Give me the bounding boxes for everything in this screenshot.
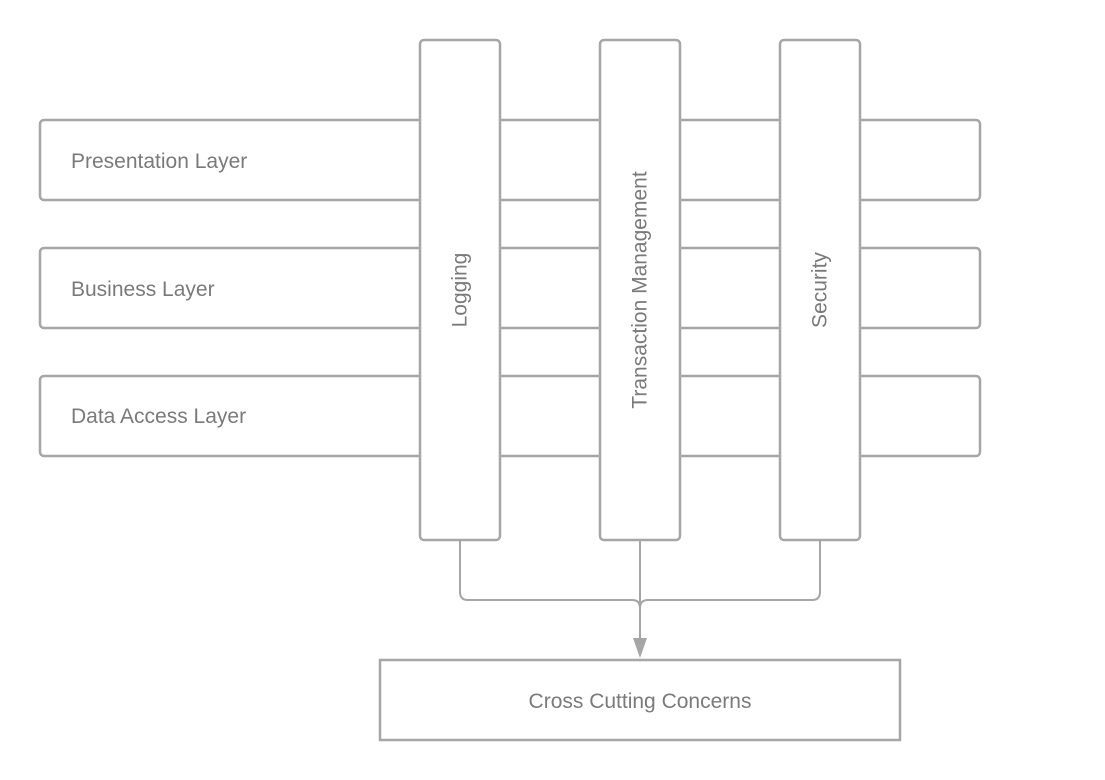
connector-group <box>459 540 821 658</box>
cross-cutting-concerns-label: Cross Cutting Concerns <box>529 690 752 713</box>
concern-security: Security <box>778 38 862 542</box>
concern-logging-label: Logging <box>449 253 472 328</box>
concern-transaction-management: Transaction Management <box>598 38 682 542</box>
arrowhead-icon <box>633 638 647 658</box>
connector-security <box>639 540 821 609</box>
layer-business-label: Business Layer <box>71 278 215 301</box>
layer-data-access-label: Data Access Layer <box>71 405 246 428</box>
layer-business: Business Layer <box>38 246 982 330</box>
layer-data-access: Data Access Layer <box>38 374 982 458</box>
concern-security-label: Security <box>809 252 832 328</box>
cross-cutting-concerns-box <box>378 658 902 742</box>
layer-data-access-box <box>38 374 982 458</box>
layer-business-box <box>38 246 982 330</box>
concern-logging: Logging <box>418 38 502 542</box>
layer-presentation: Presentation Layer <box>38 118 982 202</box>
layer-presentation-box <box>38 118 982 202</box>
layer-presentation-label: Presentation Layer <box>71 150 247 173</box>
connector-logging <box>459 540 641 609</box>
concern-transaction-management-label: Transaction Management <box>629 171 652 409</box>
cross-cutting-concerns: Cross Cutting Concerns <box>378 658 902 742</box>
